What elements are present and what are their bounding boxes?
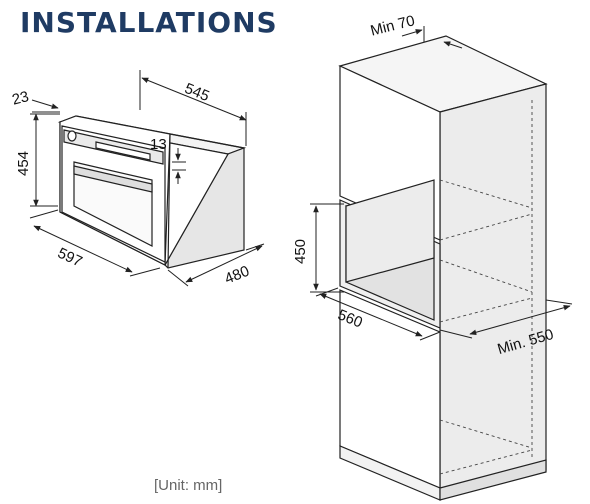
- dim-label-450: 450: [292, 239, 309, 264]
- oven-dimension-lines: [29, 70, 265, 287]
- page-title: INSTALLATIONS: [20, 6, 278, 39]
- dim-label-23: 23: [10, 88, 30, 109]
- dim-label-597: 597: [55, 245, 85, 271]
- unit-note: [Unit: mm]: [154, 477, 223, 494]
- cabinet-hidden-edges: [439, 100, 533, 475]
- cabinet-drawing: [338, 35, 548, 501]
- dim-label-480: 480: [222, 263, 252, 288]
- dim-label-min-70: Min 70: [369, 12, 417, 39]
- dim-label-454: 454: [15, 151, 32, 176]
- oven-handle: [73, 165, 153, 193]
- oven-knob-icon: [67, 130, 77, 142]
- cabinet-dimension-lines: [310, 26, 573, 341]
- oven-display: [95, 141, 151, 161]
- dim-label-545: 545: [182, 80, 212, 105]
- dim-label-13: 13: [150, 136, 167, 153]
